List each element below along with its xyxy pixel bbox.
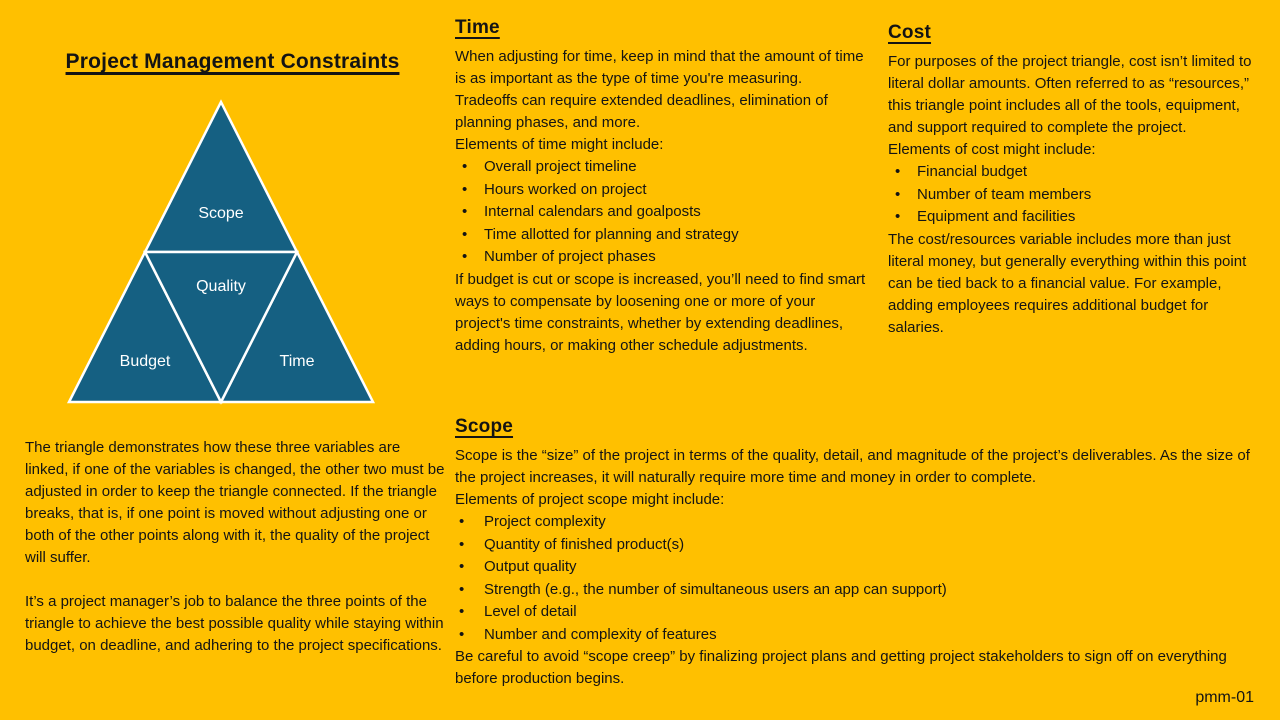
- scope-intro: Scope is the “size” of the project in te…: [455, 447, 1250, 486]
- scope-outro: Be careful to avoid “scope creep” by fin…: [455, 648, 1227, 687]
- triangle-label-budget: Budget: [120, 353, 171, 370]
- section-cost: Cost For purposes of the project triangl…: [888, 22, 1260, 339]
- explanation-paragraph-2: It’s a project manager’s job to balance …: [25, 593, 444, 654]
- cost-bullet-list: Financial budgetNumber of team membersEq…: [888, 161, 1260, 229]
- time-heading: Time: [455, 17, 500, 38]
- bullet-item: Level of detail: [455, 601, 1257, 624]
- time-list-label: Elements of time might include:: [455, 136, 664, 153]
- explanation-paragraph-1: The triangle demonstrates how these thre…: [25, 439, 445, 566]
- bullet-item: Number of team members: [888, 184, 1260, 207]
- cost-intro: For purposes of the project triangle, co…: [888, 53, 1252, 136]
- bullet-item: Equipment and facilities: [888, 206, 1260, 229]
- scope-heading: Scope: [455, 416, 514, 437]
- triangle-svg: Scope Quality Budget Time: [66, 99, 376, 405]
- time-outro: If budget is cut or scope is increased, …: [455, 270, 866, 354]
- project-triangle-diagram: Scope Quality Budget Time: [65, 98, 377, 411]
- section-time: Time When adjusting for time, keep in mi…: [455, 17, 867, 357]
- bullet-item: Number and complexity of features: [455, 624, 1257, 647]
- time-intro: When adjusting for time, keep in mind th…: [455, 48, 864, 131]
- bullet-item: Time allotted for planning and strategy: [455, 224, 867, 247]
- page-title: Project Management Constraints: [65, 50, 400, 73]
- section-scope: Scope Scope is the “size” of the project…: [455, 416, 1257, 690]
- slide-id-label: pmm-01: [1195, 689, 1254, 706]
- bullet-item: Financial budget: [888, 161, 1260, 184]
- bullet-item: Quantity of finished product(s): [455, 534, 1257, 557]
- cost-heading: Cost: [888, 22, 932, 43]
- bullet-item: Number of project phases: [455, 246, 867, 269]
- triangle-explanation: The triangle demonstrates how these thre…: [25, 437, 445, 657]
- scope-bullet-list: Project complexityQuantity of finished p…: [455, 511, 1257, 646]
- bullet-item: Project complexity: [455, 511, 1257, 534]
- scope-list-label: Elements of project scope might include:: [455, 491, 725, 508]
- cost-outro: The cost/resources variable includes mor…: [888, 230, 1247, 336]
- cost-list-label: Elements of cost might include:: [888, 141, 1096, 158]
- triangle-segment-scope: [142, 99, 300, 254]
- triangle-label-quality: Quality: [196, 278, 246, 295]
- bullet-item: Output quality: [455, 556, 1257, 579]
- time-bullet-list: Overall project timelineHours worked on …: [455, 156, 867, 269]
- bullet-item: Hours worked on project: [455, 179, 867, 202]
- triangle-label-time: Time: [280, 353, 315, 370]
- bullet-item: Strength (e.g., the number of simultaneo…: [455, 579, 1257, 602]
- triangle-label-scope: Scope: [198, 205, 243, 222]
- bullet-item: Overall project timeline: [455, 156, 867, 179]
- triangle-segment-quality: [142, 250, 300, 405]
- bullet-item: Internal calendars and goalposts: [455, 201, 867, 224]
